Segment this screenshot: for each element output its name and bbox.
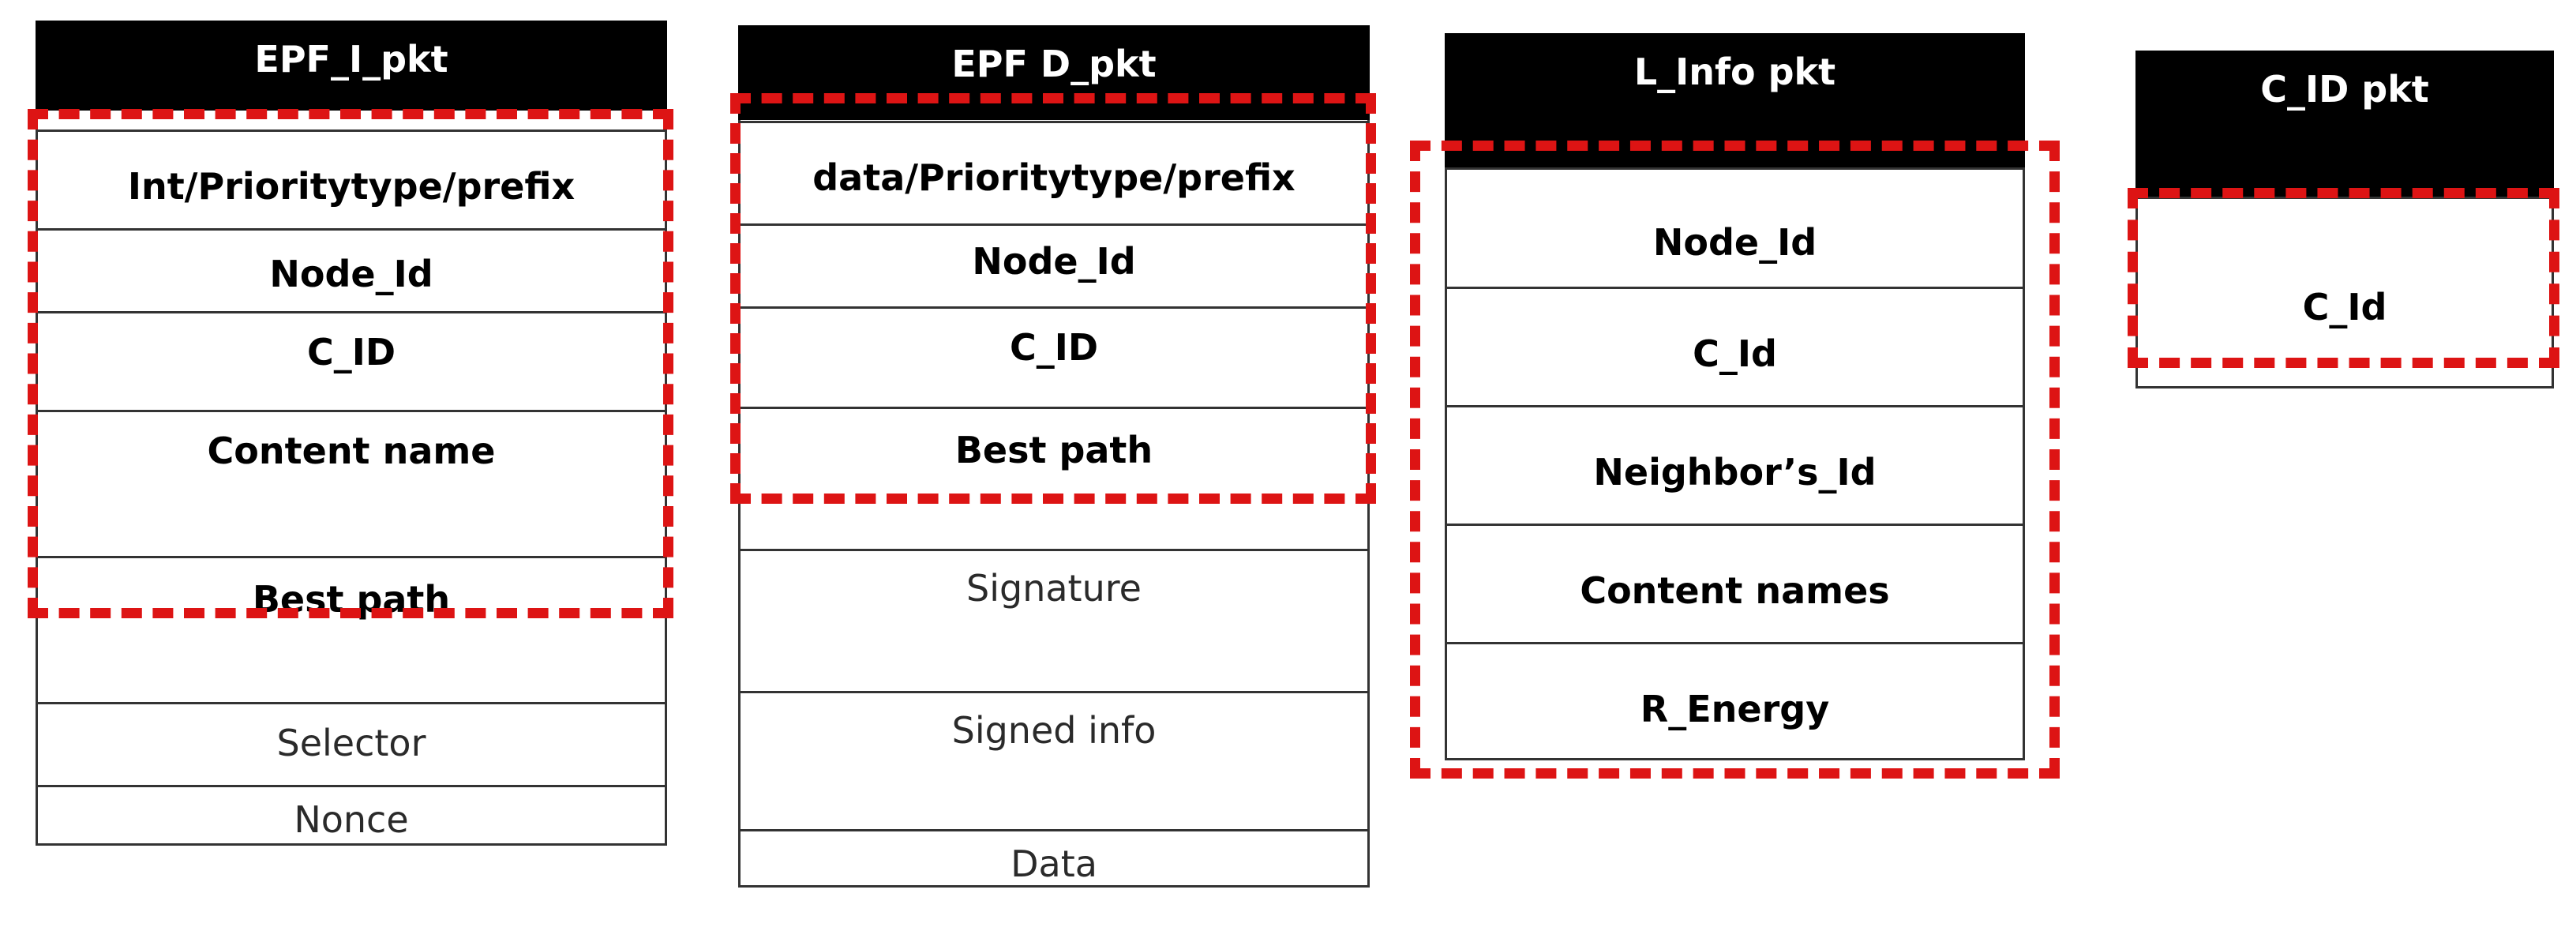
field-row: Neighbor’s_Id — [1447, 405, 2023, 524]
field-label: Content name — [207, 430, 496, 472]
field-label: Best path — [252, 578, 451, 621]
field-label: C_ID — [1009, 326, 1099, 369]
field-row: Int/Prioritytype/prefix — [38, 129, 665, 228]
field-label: Selector — [276, 722, 426, 764]
field-label: Data — [1011, 843, 1097, 885]
field-row: Data — [741, 829, 1367, 888]
field-row: C_Id — [1447, 287, 2023, 405]
table-title: EPF_I_pkt — [36, 21, 667, 111]
field-row: data/Prioritytype/prefix — [741, 121, 1367, 223]
field-label: Node_Id — [1652, 221, 1817, 264]
field-row: C_ID — [38, 311, 665, 410]
field-label: Signed info — [951, 709, 1157, 752]
field-label: Neighbor’s_Id — [1593, 451, 1877, 494]
field-label: Nonce — [294, 798, 409, 841]
l-info-pkt-table: L_Info pkt Node_Id C_Id Neighbor’s_Id Co… — [1445, 33, 2025, 760]
field-row: Node_Id — [38, 228, 665, 311]
field-label: C_ID — [306, 331, 396, 373]
table-title: EPF D_pkt — [738, 25, 1370, 120]
epf-i-pkt-table: EPF_I_pkt Int/Prioritytype/prefix Node_I… — [36, 21, 667, 846]
field-row: R_Energy — [1447, 642, 2023, 760]
field-label: Node_Id — [972, 240, 1136, 283]
field-label: R_Energy — [1640, 688, 1830, 730]
field-label: Best path — [954, 429, 1153, 471]
field-row: Content name — [38, 410, 665, 556]
c-id-pkt-table: C_ID pkt C_Id — [2135, 51, 2554, 388]
field-label: Content names — [1580, 569, 1890, 612]
field-row: Node_Id — [741, 223, 1367, 306]
field-row: Content names — [1447, 524, 2023, 642]
field-label: data/Prioritytype/prefix — [812, 156, 1295, 199]
field-row: Best path — [38, 556, 665, 702]
table-title: C_ID pkt — [2135, 51, 2554, 197]
field-row: Node_Id — [1447, 167, 2023, 287]
field-label: Signature — [966, 567, 1142, 610]
field-row: Nonce — [38, 785, 665, 848]
field-row: Selector — [38, 702, 665, 785]
field-row: C_ID — [741, 306, 1367, 407]
epf-d-pkt-table: EPF D_pkt data/Prioritytype/prefix Node_… — [738, 25, 1370, 888]
field-row: C_Id — [2138, 197, 2552, 386]
field-row: Best path — [741, 407, 1367, 549]
field-row: Signed info — [741, 691, 1367, 829]
field-label: Node_Id — [269, 253, 433, 295]
field-label: C_Id — [1693, 332, 1777, 375]
field-label: C_Id — [2302, 286, 2387, 328]
table-title: L_Info pkt — [1445, 33, 2025, 167]
field-row: Signature — [741, 549, 1367, 691]
field-label: Int/Prioritytype/prefix — [127, 165, 576, 208]
